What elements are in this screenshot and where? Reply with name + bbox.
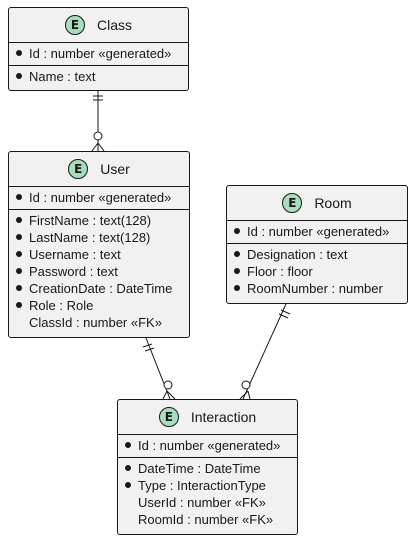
attribute-row: ClassId : number «FK» [29, 315, 162, 330]
relationship-class-user [91, 91, 105, 152]
key-section: Id : number «generated» [227, 221, 407, 243]
attribute-row: LastName : text(128) [9, 229, 189, 246]
entity-icon: E [158, 407, 179, 427]
attribute-row: Designation : text [227, 246, 407, 263]
key-section: Id : number «generated» [9, 43, 188, 65]
required-bullet-icon [125, 465, 131, 471]
required-bullet-icon [16, 285, 22, 291]
attribute-row: UserId : number «FK» [138, 495, 266, 510]
required-bullet-icon [16, 302, 22, 308]
key-section: Id : number «generated» [9, 187, 189, 209]
key-section: Id : number «generated» [118, 435, 297, 457]
required-bullet-icon [16, 251, 22, 257]
required-bullet-icon [16, 73, 22, 79]
required-bullet-icon [125, 482, 131, 488]
attribute-row: Type : InteractionType [118, 477, 297, 494]
relationship-room-interaction [239, 303, 291, 400]
required-bullet-icon [16, 50, 22, 56]
entity-header: E Class [9, 8, 188, 43]
entity-icon: E [282, 193, 303, 213]
attribute-row: Id : number «generated» [227, 223, 407, 240]
attribute-row: Id : number «generated» [118, 437, 297, 454]
attribute-section: Designation : text Floor : floor RoomNum… [227, 243, 407, 300]
entity-header: E Room [227, 186, 407, 221]
attribute-row: Password : text [9, 263, 189, 280]
entity-icon: E [68, 159, 89, 179]
attribute-row: CreationDate : DateTime [9, 280, 189, 297]
entity-user[interactable]: E User Id : number «generated» FirstName… [8, 151, 190, 338]
required-bullet-icon [16, 234, 22, 240]
required-bullet-icon [234, 251, 240, 257]
required-bullet-icon [234, 268, 240, 274]
required-bullet-icon [125, 442, 131, 448]
attribute-row: Name : text [9, 68, 188, 85]
entity-room[interactable]: E Room Id : number «generated» Designati… [226, 185, 408, 304]
attribute-row: RoomNumber : number [227, 280, 407, 297]
attribute-row: Floor : floor [227, 263, 407, 280]
relationship-user-interaction [142, 337, 176, 400]
entity-title: Interaction [190, 409, 257, 425]
entity-title: User [100, 161, 130, 177]
entity-header: E User [9, 152, 189, 187]
attribute-section: FirstName : text(128) LastName : text(12… [9, 209, 189, 334]
attribute-row: Role : Role [9, 297, 189, 314]
required-bullet-icon [16, 217, 22, 223]
required-bullet-icon [16, 268, 22, 274]
entity-title: Class [96, 17, 132, 33]
entity-title: Room [314, 195, 352, 211]
attribute-section: Name : text [9, 65, 188, 88]
required-bullet-icon [234, 285, 240, 291]
attribute-row: DateTime : DateTime [118, 460, 297, 477]
attribute-section: DateTime : DateTime Type : InteractionTy… [118, 457, 297, 531]
attribute-row: Id : number «generated» [9, 189, 189, 206]
entity-interaction[interactable]: E Interaction Id : number «generated» Da… [117, 399, 298, 535]
attribute-row: FirstName : text(128) [9, 212, 189, 229]
attribute-row: RoomId : number «FK» [138, 512, 274, 527]
required-bullet-icon [234, 228, 240, 234]
entity-class[interactable]: E Class Id : number «generated» Name : t… [8, 7, 189, 91]
attribute-row: Username : text [9, 246, 189, 263]
entity-header: E Interaction [118, 400, 297, 435]
entity-icon: E [64, 15, 85, 35]
required-bullet-icon [16, 194, 22, 200]
attribute-row: Id : number «generated» [9, 45, 188, 62]
